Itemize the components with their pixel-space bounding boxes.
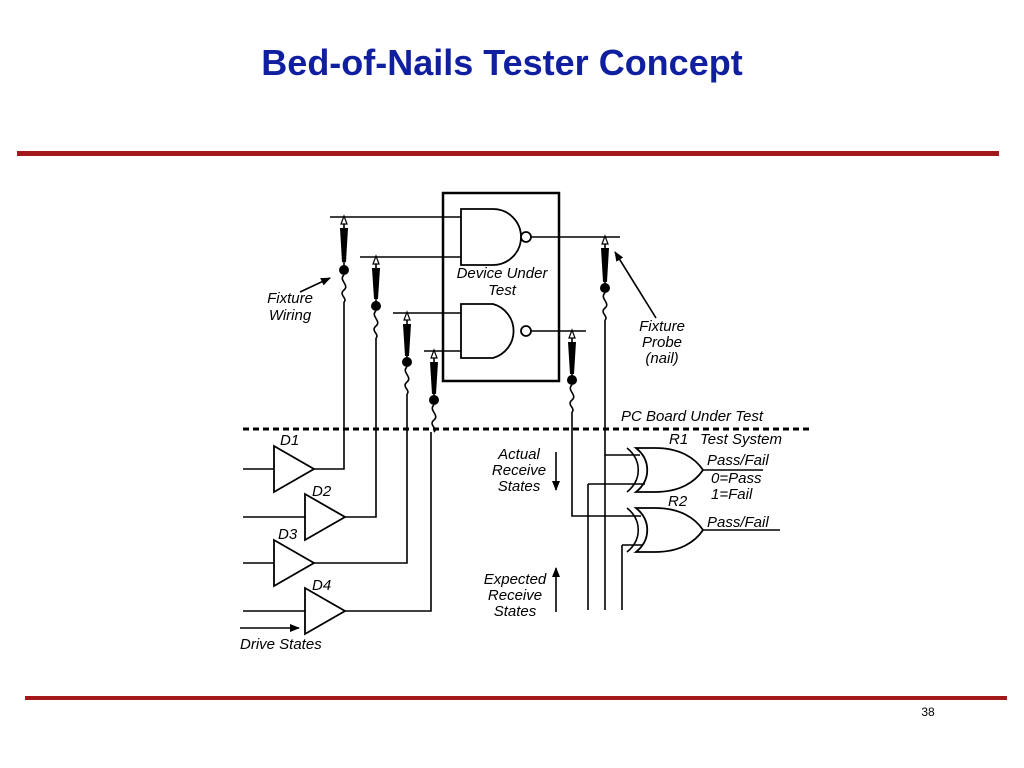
slide-title: Bed-of-Nails Tester Concept bbox=[261, 42, 743, 83]
expected-receive-label-line2: Receive bbox=[488, 587, 542, 604]
pass-fail-label-1: Pass/Fail bbox=[707, 452, 769, 469]
expected-receive-label-line1: Expected bbox=[484, 571, 547, 588]
driver-d4-label: D4 bbox=[312, 577, 331, 594]
fixture-probe-label-line3: (nail) bbox=[645, 350, 678, 367]
fixture-probe-label-line2: Probe bbox=[642, 334, 682, 351]
driver-d1 bbox=[243, 302, 345, 494]
driver-d1-label: D1 bbox=[280, 432, 299, 449]
fixture-wiring-label-line2: Wiring bbox=[269, 307, 312, 324]
bottom-divider bbox=[25, 696, 1007, 700]
nand-gate-2 bbox=[460, 303, 532, 359]
pass-value-label: 0=Pass bbox=[711, 470, 762, 487]
fixture-wiring-lines bbox=[330, 216, 620, 352]
pass-fail-label-2: Pass/Fail bbox=[707, 514, 769, 531]
probe-nail-3 bbox=[402, 310, 412, 395]
xor-comparator-r2 bbox=[571, 412, 780, 610]
page-number: 38 bbox=[921, 705, 935, 719]
driver-d3-label: D3 bbox=[278, 526, 298, 543]
xor-comparator-r1 bbox=[587, 320, 763, 610]
receiver-r1-label: R1 bbox=[669, 431, 688, 448]
receiver-r2-label: R2 bbox=[668, 493, 688, 510]
nand-gate-1 bbox=[460, 208, 532, 266]
probe-nail-6 bbox=[567, 328, 577, 413]
device-under-test-label-line2: Test bbox=[488, 282, 517, 299]
device-under-test-label-line1: Device Under bbox=[457, 265, 549, 282]
probe-nail-1 bbox=[339, 214, 349, 303]
device-under-test-box bbox=[441, 191, 561, 383]
expected-receive-label-line3: States bbox=[494, 603, 537, 620]
probe-nail-4 bbox=[429, 348, 439, 433]
pc-board-label: PC Board Under Test bbox=[621, 408, 764, 425]
fixture-probe-label-line1: Fixture bbox=[639, 318, 685, 335]
driver-d3 bbox=[243, 394, 408, 588]
driver-d4 bbox=[243, 432, 432, 636]
actual-receive-label-line2: Receive bbox=[492, 462, 546, 479]
drive-states-label: Drive States bbox=[240, 636, 322, 653]
fixture-wiring-arrow bbox=[299, 277, 331, 293]
actual-receive-label-line3: States bbox=[498, 478, 541, 495]
fail-value-label: 1=Fail bbox=[711, 486, 753, 503]
test-system-label: Test System bbox=[700, 431, 782, 448]
driver-d2 bbox=[243, 338, 377, 542]
driver-d2-label: D2 bbox=[312, 483, 332, 500]
fixture-wiring-label-line1: Fixture bbox=[267, 290, 313, 307]
fixture-probe-arrow bbox=[614, 251, 657, 319]
actual-receive-label-line1: Actual bbox=[497, 446, 540, 463]
top-divider bbox=[17, 151, 999, 156]
probe-nail-2 bbox=[371, 254, 381, 339]
probe-nail-5 bbox=[600, 234, 610, 321]
